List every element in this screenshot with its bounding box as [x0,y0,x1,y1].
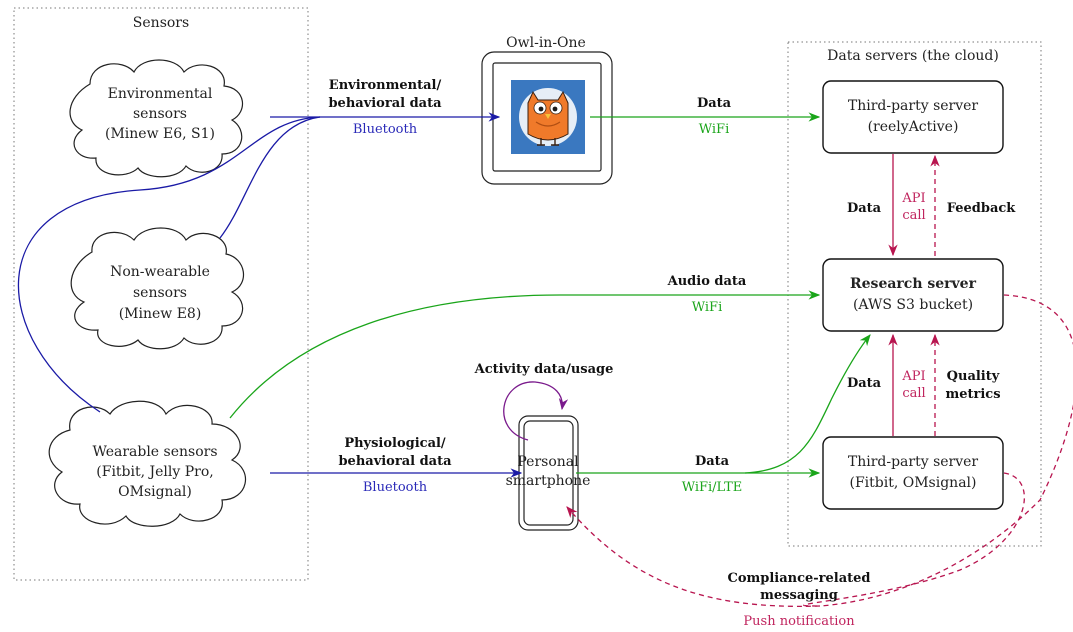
research-server-subtitle: (AWS S3 bucket) [853,297,973,313]
smartphone-line-2: smartphone [506,473,591,489]
push-notification-to-phone-arrow [566,506,821,608]
push-notification-label: Push notification [743,614,855,629]
phone-edge-wifi-lte-label: WiFi/LTE [682,480,743,495]
fitbit-edge-api-line-1: API [901,369,925,384]
reelyactive-server-box [822,80,1004,154]
phone-to-research-arrow [744,334,871,474]
cloud-group-frame [787,41,1042,547]
reelyactive-server-line-1: Third-party server [848,98,979,114]
owl-edge-wifi-label: WiFi [699,122,729,137]
wearable-sensors-line-2: (Fitbit, Jelly Pro, [96,464,213,480]
compliance-label-line-2: messaging [760,588,838,603]
phys-edge-bold-line-1: Physiological/ [344,436,446,451]
env-sensors-line-1: Environmental [108,86,213,102]
wearable-sensors-cloud [48,400,247,527]
research-server-box [822,258,1004,332]
owl-device-title: Owl-in-One [506,35,586,51]
reely-edge-feedback-label: Feedback [947,201,1017,216]
audio-edge-wifi-label: WiFi [692,300,722,315]
fitbit-push-notification-curve [803,472,1025,607]
reely-edge-data-label: Data [847,201,882,216]
reely-edge-api-line-1: API [901,191,925,206]
env-sensors-line-3: (Minew E6, S1) [105,126,215,142]
research-push-notification-curve [819,294,1073,607]
smartphone-inner [523,420,574,526]
fitbit-edge-data-label: Data [847,376,882,391]
env-edge-bold-line-1: Environmental/ [329,78,442,93]
owl-edge-data-label: Data [697,96,732,111]
env-edge-bluetooth-label: Bluetooth [353,122,418,137]
fitbit-edge-quality-line-1: Quality [947,369,1000,384]
cloud-group-title: Data servers (the cloud) [827,48,999,64]
audio-edge-bold-label: Audio data [667,274,747,289]
wearable-sensors-line-1: Wearable sensors [92,444,217,460]
fitbit-server-line-2: (Fitbit, OMsignal) [850,475,977,491]
wearable-to-research-audio-arrow [229,290,821,419]
wearable-sensors-line-3: OMsignal) [118,484,192,500]
phone-edge-data-label: Data [695,454,730,469]
nonwearable-to-owl-curve [219,116,321,239]
nonwearable-sensors-line-1: Non-wearable [110,264,210,280]
fitbit-edge-api-line-2: call [902,386,925,401]
smartphone-line-1: Personal [517,454,579,470]
sensors-group-frame [13,7,309,581]
fitbit-edge-quality-line-2: metrics [945,387,1000,402]
env-sensors-line-2: sensors [133,106,187,122]
env-edge-bold-line-2: behavioral data [328,96,442,111]
nonwearable-sensors-line-2: sensors [133,285,187,301]
owl-app-icon [511,80,585,154]
nonwearable-sensors-cloud [70,227,245,350]
fitbit-server-line-1: Third-party server [848,454,979,470]
activity-data-loop [503,381,569,441]
wearable-to-owl-curve [17,116,321,413]
reelyactive-server-line-2: (reelyActive) [868,119,959,135]
phys-edge-bold-line-2: behavioral data [338,454,452,469]
phys-edge-bluetooth-label: Bluetooth [363,480,428,495]
compliance-label-line-1: Compliance-related [727,571,870,586]
reely-edge-api-line-2: call [902,208,925,223]
nonwearable-sensors-line-3: (Minew E8) [119,306,202,322]
fitbit-server-box [822,436,1004,510]
activity-loop-label: Activity data/usage [474,362,614,377]
research-server-title: Research server [850,276,977,292]
env-sensors-cloud [69,59,244,178]
sensors-group-title: Sensors [133,15,189,31]
